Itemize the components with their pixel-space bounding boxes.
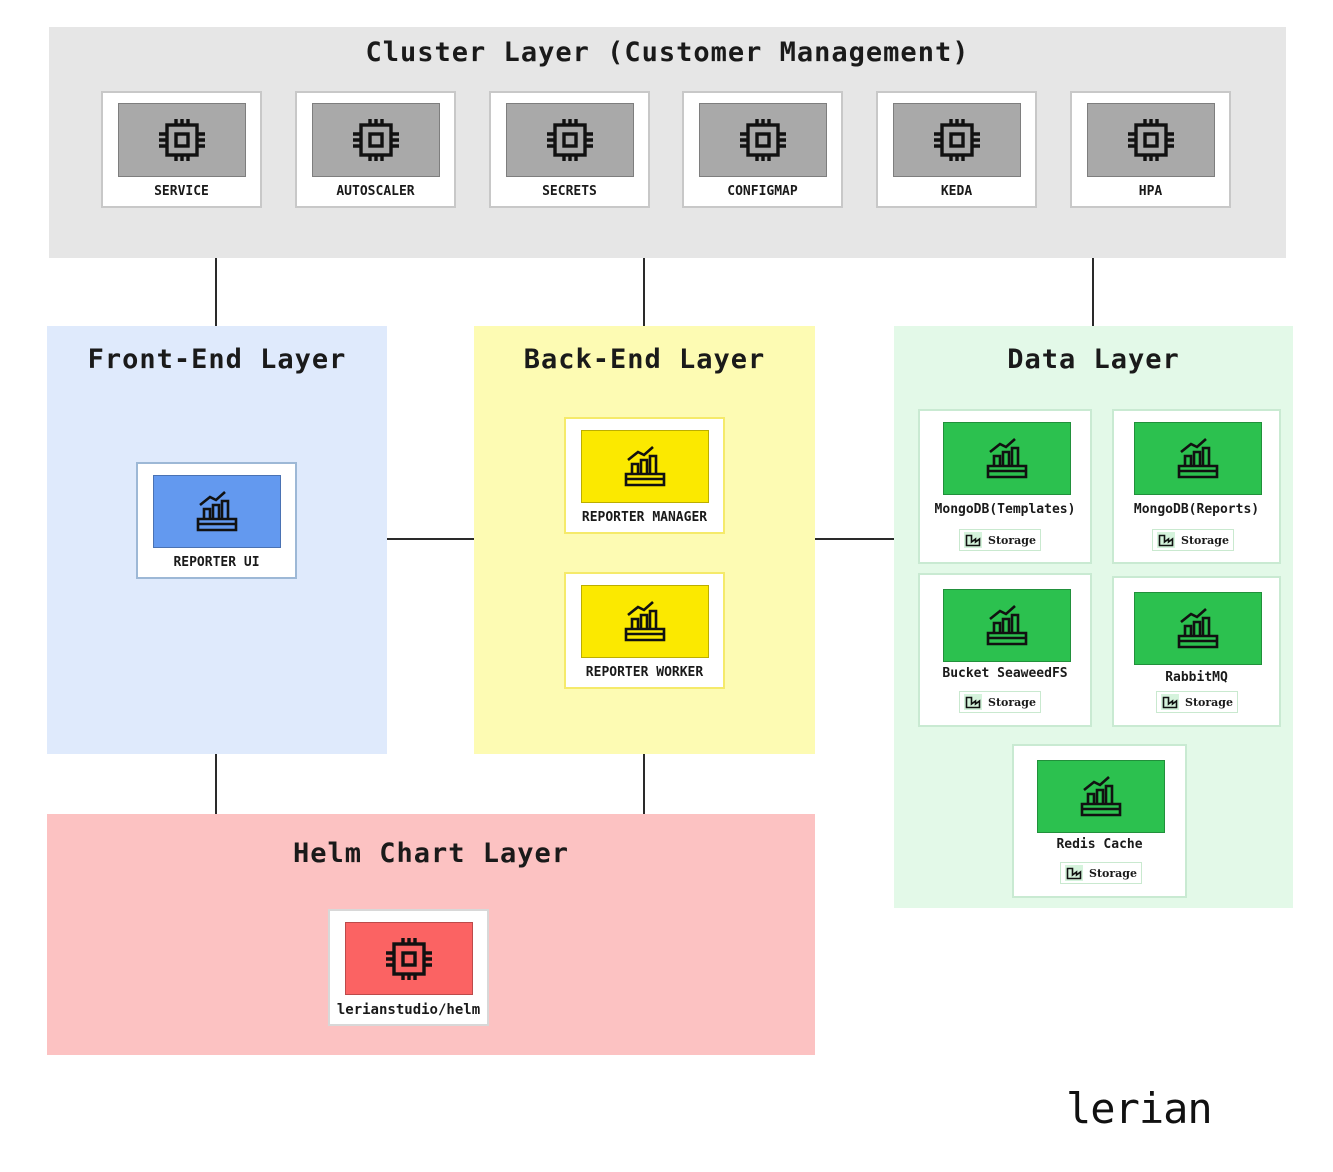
tile (312, 103, 440, 177)
tile (345, 922, 473, 995)
tile (506, 103, 634, 177)
storage-badge: Storage (1156, 691, 1238, 713)
connector-cluster-backend (643, 258, 645, 326)
helm-layer-title: Helm Chart Layer (292, 838, 570, 869)
chip-icon (934, 119, 980, 161)
card-label: RabbitMQ (1165, 670, 1228, 685)
tile (893, 103, 1021, 177)
cluster-card-hpa[interactable]: HPA (1070, 91, 1231, 208)
data-card-redis-cache[interactable]: Redis Cache Storage (1012, 744, 1187, 898)
connector-frontend-backend (387, 538, 474, 540)
card-label: REPORTER WORKER (585, 665, 704, 680)
card-label: Bucket SeaweedFS (942, 666, 1068, 681)
storage-badge: Storage (959, 691, 1041, 713)
tile (1087, 103, 1215, 177)
data-card-mongodb-reports[interactable]: MongoDB(Reports) Storage (1112, 409, 1281, 564)
card-label: REPORTER MANAGER (581, 510, 708, 525)
cluster-layer-title: Cluster Layer (Customer Management) (365, 37, 970, 68)
helm-card-lerianstudio[interactable]: lerianstudio/helm (328, 909, 489, 1026)
backend-layer: Back-End Layer (474, 326, 815, 754)
card-label: SERVICE (154, 184, 209, 199)
chart-factory-icon (624, 445, 666, 486)
backend-layer-title: Back-End Layer (523, 344, 766, 375)
storage-badge: Storage (959, 529, 1041, 551)
chip-icon (740, 119, 786, 161)
storage-badge-label: Storage (1181, 533, 1229, 547)
chip-icon (547, 119, 593, 161)
data-card-rabbitmq[interactable]: RabbitMQ Storage (1112, 576, 1281, 727)
tile (699, 103, 827, 177)
chart-factory-icon (196, 490, 238, 531)
tile (1134, 592, 1262, 665)
data-card-mongodb-templates[interactable]: MongoDB(Templates) Storage (918, 409, 1092, 564)
cluster-card-keda[interactable]: KEDA (876, 91, 1037, 208)
storage-badge-label: Storage (1089, 866, 1137, 880)
frontend-layer: Front-End Layer (47, 326, 387, 754)
chart-factory-icon (986, 604, 1028, 645)
card-label: KEDA (940, 184, 973, 199)
backend-card-reporter-worker[interactable]: REPORTER WORKER (564, 572, 725, 689)
card-label: MongoDB(Templates) (934, 502, 1076, 517)
chip-icon (159, 119, 205, 161)
cluster-card-autoscaler[interactable]: AUTOSCALER (295, 91, 456, 208)
tile (943, 589, 1071, 662)
connector-backend-helm (643, 754, 645, 814)
card-label: CONFIGMAP (727, 184, 798, 199)
cluster-card-service[interactable]: SERVICE (101, 91, 262, 208)
cluster-card-secrets[interactable]: SECRETS (489, 91, 650, 208)
factory-icon (964, 694, 982, 710)
storage-badge-label: Storage (1185, 695, 1233, 709)
cluster-card-configmap[interactable]: CONFIGMAP (682, 91, 843, 208)
connector-cluster-data (1092, 258, 1094, 326)
card-label: Redis Cache (1056, 837, 1143, 852)
frontend-card-reporter-ui[interactable]: REPORTER UI (136, 462, 297, 579)
tile (118, 103, 246, 177)
chart-factory-icon (1177, 607, 1219, 648)
card-label: REPORTER UI (173, 555, 260, 570)
chip-icon (353, 119, 399, 161)
card-label: SECRETS (542, 184, 597, 199)
chip-icon (1128, 119, 1174, 161)
factory-icon (964, 532, 982, 548)
storage-badge-label: Storage (988, 533, 1036, 547)
lerian-logo: lerian (1066, 1084, 1213, 1133)
tile (1037, 760, 1165, 833)
card-label: HPA (1138, 184, 1163, 199)
connector-backend-data (815, 538, 894, 540)
chip-icon (386, 937, 432, 980)
card-label: lerianstudio/helm (336, 1002, 481, 1018)
chart-factory-icon (986, 437, 1028, 478)
tile (1134, 422, 1262, 495)
storage-badge: Storage (1060, 862, 1142, 884)
factory-icon (1157, 532, 1175, 548)
card-label: AUTOSCALER (336, 184, 415, 199)
storage-badge-label: Storage (988, 695, 1036, 709)
tile (581, 585, 709, 658)
connector-cluster-frontend (215, 258, 217, 326)
backend-card-reporter-manager[interactable]: REPORTER MANAGER (564, 417, 725, 534)
factory-icon (1161, 694, 1179, 710)
frontend-layer-title: Front-End Layer (87, 344, 347, 375)
chart-factory-icon (1177, 437, 1219, 478)
card-label: MongoDB(Reports) (1133, 502, 1260, 517)
tile (153, 475, 281, 548)
data-layer-title: Data Layer (1007, 344, 1180, 375)
chart-factory-icon (624, 600, 666, 641)
data-card-bucket-seaweedfs[interactable]: Bucket SeaweedFS Storage (918, 573, 1092, 727)
storage-badge: Storage (1152, 529, 1234, 551)
tile (943, 422, 1071, 495)
tile (581, 430, 709, 503)
factory-icon (1065, 865, 1083, 881)
chart-factory-icon (1080, 775, 1122, 816)
connector-frontend-helm (215, 754, 217, 814)
